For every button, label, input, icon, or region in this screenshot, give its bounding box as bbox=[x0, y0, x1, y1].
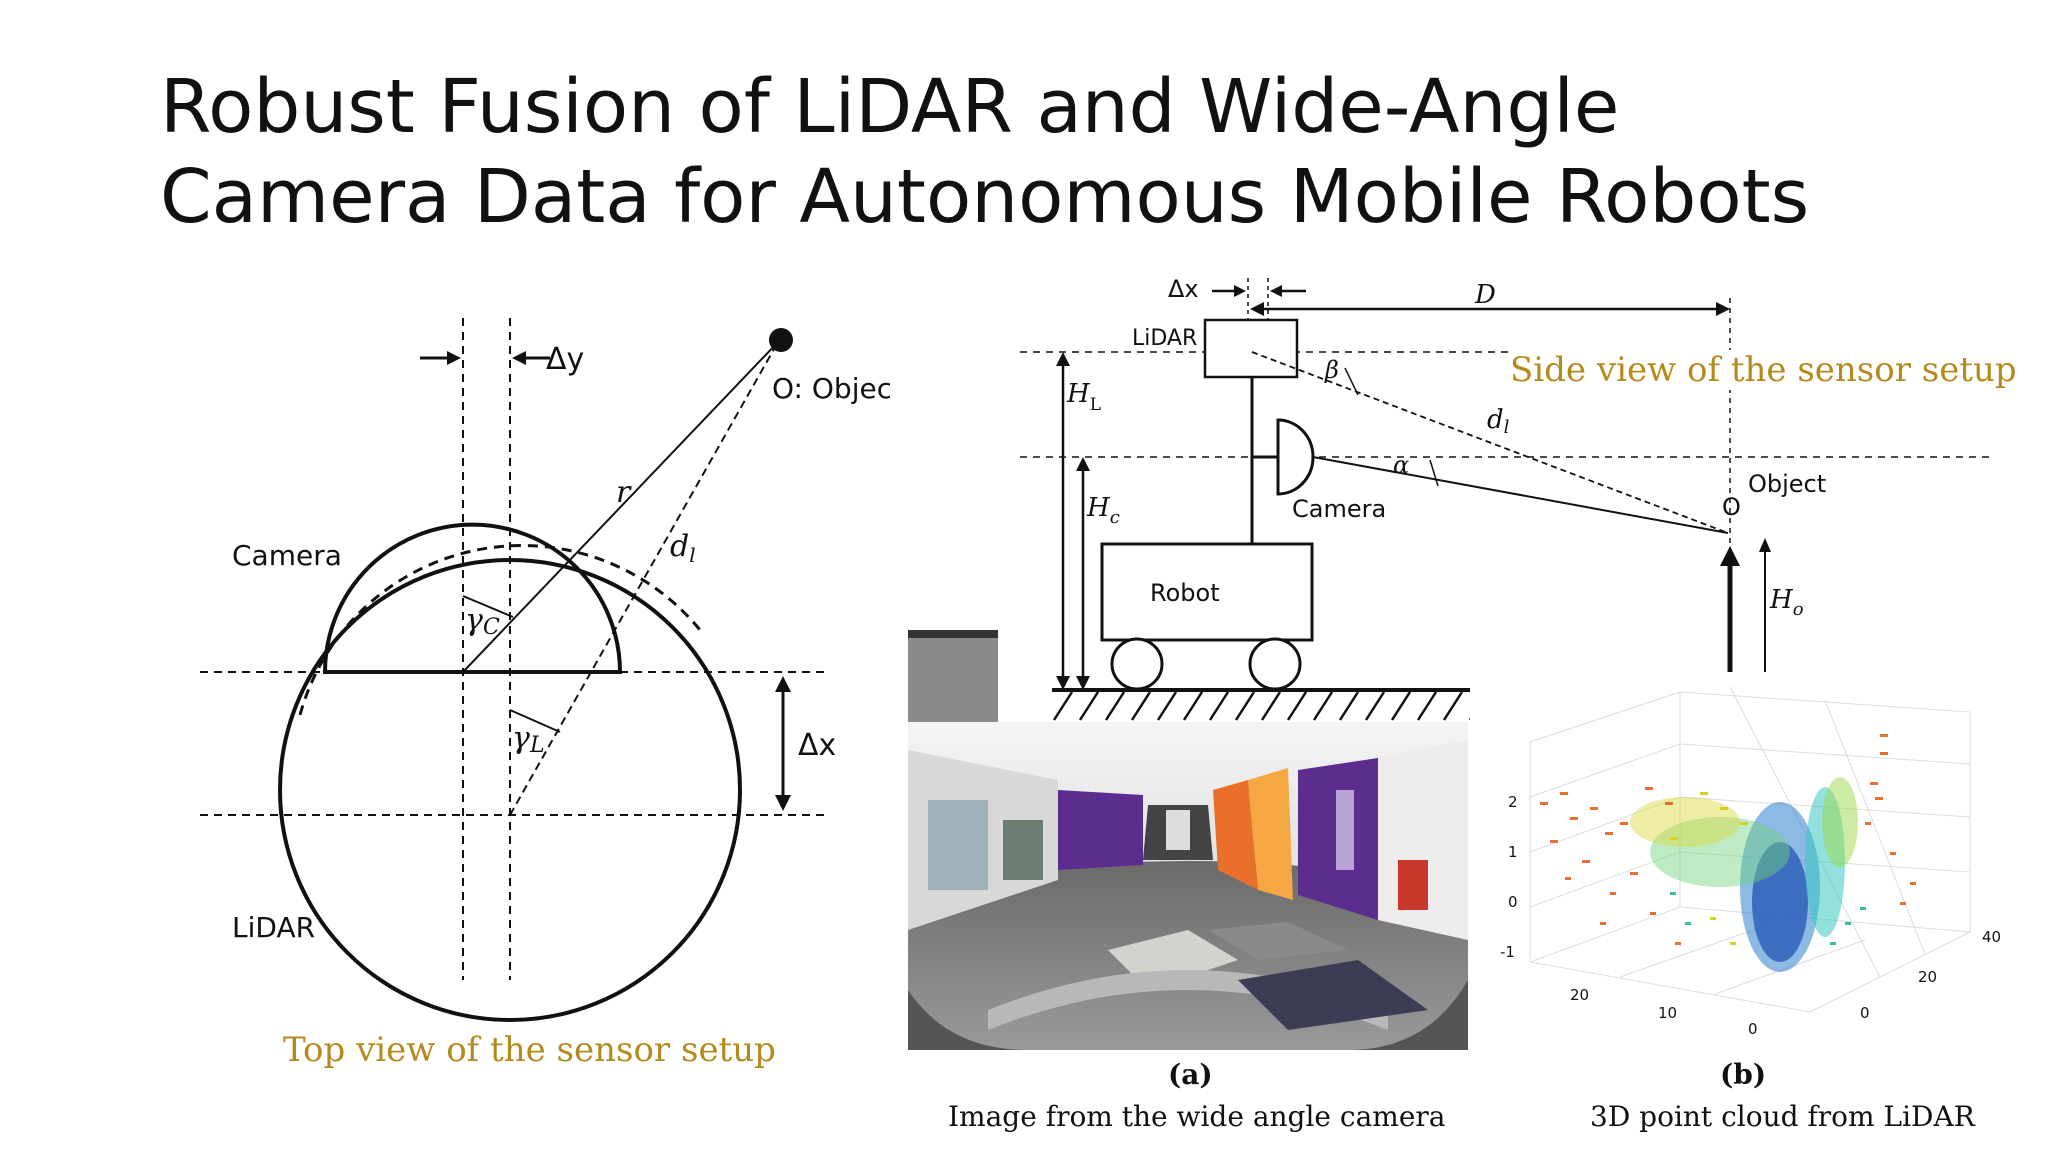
y-tick-0: 0 bbox=[1860, 1004, 1870, 1022]
side-camera-label: Camera bbox=[1292, 495, 1386, 523]
side-delta-x-label: Δx bbox=[1168, 275, 1199, 303]
top-view-caption: Top view of the sensor setup bbox=[283, 1030, 776, 1070]
side-object-label: Object bbox=[1748, 470, 1826, 498]
alpha-label: α bbox=[1393, 451, 1409, 479]
delta-y-label: Δy bbox=[546, 342, 584, 377]
distance-d-label: D bbox=[1474, 280, 1496, 310]
panel-a-letter: (a) bbox=[1168, 1058, 1213, 1091]
dl-label: dl bbox=[670, 529, 696, 567]
o-label: O bbox=[1722, 493, 1741, 521]
z-tick-2: 2 bbox=[1508, 793, 1518, 811]
x-tick-20: 20 bbox=[1570, 986, 1589, 1004]
camera-label: Camera bbox=[232, 539, 342, 572]
side-lidar-label: LiDAR bbox=[1132, 326, 1197, 351]
wide-angle-camera-image bbox=[908, 630, 1468, 1050]
z-tick-minus1: -1 bbox=[1500, 943, 1515, 961]
side-view-diagram: Δx D LiDAR β dl HL α Camera Hc Robot Obj… bbox=[1020, 275, 1990, 721]
r-label: r bbox=[616, 475, 632, 510]
lidar-label: LiDAR bbox=[232, 911, 315, 944]
panel-a-caption: Image from the wide angle camera bbox=[948, 1100, 1446, 1133]
title-line-1: Robust Fusion of LiDAR and Wide-Angle bbox=[160, 64, 1620, 150]
gamma-l-label: γL bbox=[512, 721, 545, 758]
h-o-label: Ho bbox=[1769, 585, 1804, 620]
panel-b-letter: (b) bbox=[1720, 1058, 1767, 1091]
top-view-diagram: Δy O: Object Camera LiDAR r dl γC γL Δx bbox=[200, 318, 890, 1022]
y-tick-20: 20 bbox=[1918, 968, 1937, 986]
slide-title: Robust Fusion of LiDAR and Wide-Angle Ca… bbox=[160, 62, 1920, 242]
point-cloud-scatter bbox=[1540, 734, 1916, 945]
lidar-point-cloud: 2 1 0 -1 20 10 0 40 20 0 bbox=[1470, 672, 2010, 1052]
title-line-2: Camera Data for Autonomous Mobile Robots bbox=[160, 154, 1810, 240]
delta-x-label: Δx bbox=[798, 728, 836, 763]
y-tick-40: 40 bbox=[1982, 928, 2001, 946]
z-tick-0: 0 bbox=[1508, 893, 1518, 911]
h-c-label: Hc bbox=[1086, 493, 1120, 528]
x-tick-10: 10 bbox=[1658, 1004, 1677, 1022]
h-l-label: HL bbox=[1066, 379, 1101, 415]
point-cloud-cluster bbox=[1630, 777, 1858, 972]
object-label: O: Object bbox=[772, 372, 890, 405]
panel-b-caption: 3D point cloud from LiDAR bbox=[1590, 1100, 1975, 1133]
robot-label: Robot bbox=[1150, 579, 1220, 607]
side-dl-label: dl bbox=[1487, 405, 1510, 438]
z-tick-1: 1 bbox=[1508, 843, 1518, 861]
beta-label: β bbox=[1324, 356, 1339, 384]
gamma-c-label: γC bbox=[465, 603, 500, 640]
side-view-caption: Side view of the sensor setup bbox=[1510, 350, 2017, 390]
x-tick-0: 0 bbox=[1748, 1020, 1758, 1038]
